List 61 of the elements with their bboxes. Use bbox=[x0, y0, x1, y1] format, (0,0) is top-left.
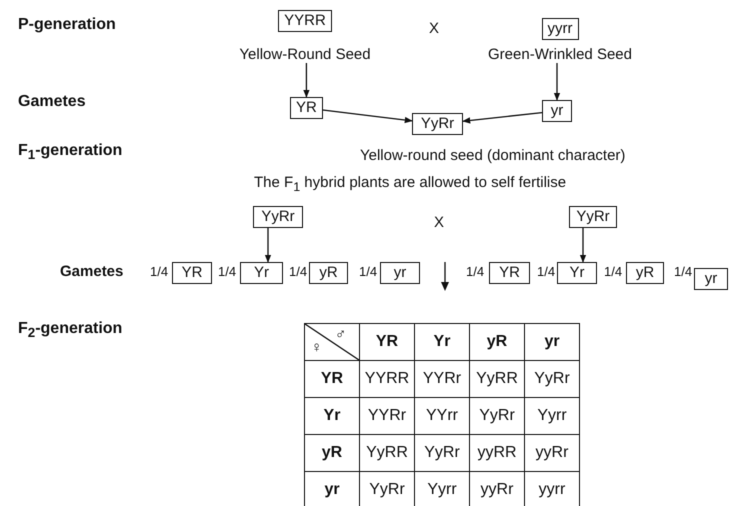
genotype-box: YR bbox=[290, 97, 323, 119]
arrow bbox=[554, 63, 560, 101]
genotype-cell: YyRR bbox=[470, 361, 525, 398]
fraction: 1/4 bbox=[359, 264, 378, 279]
genotype-box: YR bbox=[172, 262, 212, 284]
genotype-box: yR bbox=[309, 262, 348, 284]
row-label: Gametes bbox=[60, 263, 124, 280]
row-header: YR bbox=[305, 361, 360, 398]
genotype-cell: YYRr bbox=[360, 398, 415, 435]
genotype-box: yr bbox=[542, 100, 572, 122]
genotype-cell: YYrr bbox=[415, 398, 470, 435]
genotype-cell: yyRr bbox=[525, 435, 580, 472]
cross-sign: X bbox=[434, 214, 444, 231]
cross-sign: X bbox=[429, 20, 440, 37]
row-label: F$_{1}$-generation bbox=[18, 142, 122, 162]
fraction: 1/4 bbox=[289, 264, 308, 279]
genotype-box: Yr bbox=[240, 262, 283, 284]
fraction: 1/4 bbox=[150, 264, 168, 279]
fraction: 1/4 bbox=[537, 264, 556, 279]
genotype-box: yr bbox=[380, 262, 420, 284]
arrow bbox=[462, 112, 542, 124]
genotype-box: Yr bbox=[557, 262, 597, 284]
seed-caption: Yellow-round seed (dominant character) bbox=[360, 147, 626, 164]
genotype-cell: YyRR bbox=[360, 435, 415, 472]
seed-caption: Green-Wrinkled Seed bbox=[488, 46, 632, 63]
male-symbol: ♂ bbox=[335, 327, 346, 342]
genotype-cell: YYRr bbox=[415, 361, 470, 398]
fraction: 1/4 bbox=[466, 264, 484, 279]
column-header: YR bbox=[360, 324, 415, 361]
column-header: Yr bbox=[415, 324, 470, 361]
arrow bbox=[303, 63, 310, 98]
genotype-box: YyRr bbox=[412, 113, 463, 135]
fraction: 1/4 bbox=[604, 264, 622, 279]
row-header: yR bbox=[305, 435, 360, 472]
arrow bbox=[580, 228, 586, 263]
column-header: yr bbox=[525, 324, 580, 361]
genotype-cell: yyRR bbox=[470, 435, 525, 472]
genotype-box: YyRr bbox=[569, 206, 617, 228]
fraction: 1/4 bbox=[218, 264, 236, 279]
seed-caption: Yellow-Round Seed bbox=[239, 46, 371, 63]
row-label: F$_{2}$-generation bbox=[18, 320, 122, 340]
row-label: P-generation bbox=[18, 16, 116, 34]
genotype-cell: YyRr bbox=[415, 435, 470, 472]
genotype-box: YyRr bbox=[253, 206, 303, 228]
arrow bbox=[264, 228, 272, 263]
arrow bbox=[322, 109, 413, 124]
row-header: Yr bbox=[305, 398, 360, 435]
genotype-box: YR bbox=[489, 262, 530, 284]
genotype-box: yyrr bbox=[542, 18, 578, 40]
genotype-box: yr bbox=[694, 268, 728, 290]
fraction: 1/4 bbox=[674, 264, 692, 279]
note-text: The F$_{1}$ hybrid plants are allowed to self fertilise bbox=[254, 174, 566, 194]
genotype-cell: Yyrr bbox=[525, 398, 580, 435]
column-header: yR bbox=[470, 324, 525, 361]
row-label: Gametes bbox=[18, 93, 86, 111]
genotype-cell: YyRr bbox=[470, 398, 525, 435]
genotype-cell: YyRr bbox=[525, 361, 580, 398]
female-symbol: ♀ bbox=[311, 340, 322, 355]
genotype-cell: YYRR bbox=[360, 361, 415, 398]
genotype-box: YYRR bbox=[278, 10, 332, 32]
genotype-box: yR bbox=[626, 262, 664, 284]
